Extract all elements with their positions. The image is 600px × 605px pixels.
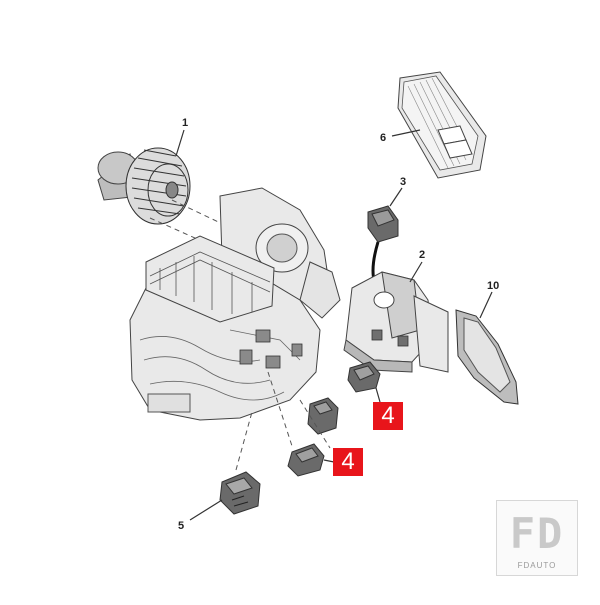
watermark-logo: FD FDAUTO <box>496 500 578 576</box>
blower-resistor-a <box>347 361 381 393</box>
blower-casing <box>343 271 433 373</box>
leader-2 <box>409 261 423 283</box>
leader-3 <box>389 187 403 207</box>
logo-mark: FD <box>509 509 565 558</box>
callout-10: 10 <box>487 280 500 292</box>
hvac-housing <box>129 187 341 421</box>
leader-6 <box>391 129 421 137</box>
cabin-filter <box>397 71 487 179</box>
leader-1 <box>175 129 185 157</box>
blower-motor <box>97 147 191 225</box>
callout-3: 3 <box>400 176 407 188</box>
callout-5: 5 <box>178 520 185 532</box>
logo-caption: FDAUTO <box>517 561 557 570</box>
resistor-5 <box>219 471 261 515</box>
callout-2: 2 <box>419 249 426 261</box>
air-duct-cover <box>413 295 519 405</box>
leader-5 <box>189 499 223 521</box>
callout-1: 1 <box>182 117 189 129</box>
part-tag-4-upper: 4 <box>373 402 403 430</box>
actuator-3 <box>367 205 399 243</box>
callout-6: 6 <box>380 132 387 144</box>
part-tag-4-lower: 4 <box>333 448 363 476</box>
blower-resistor-b <box>287 397 339 477</box>
leader-10 <box>479 291 493 319</box>
